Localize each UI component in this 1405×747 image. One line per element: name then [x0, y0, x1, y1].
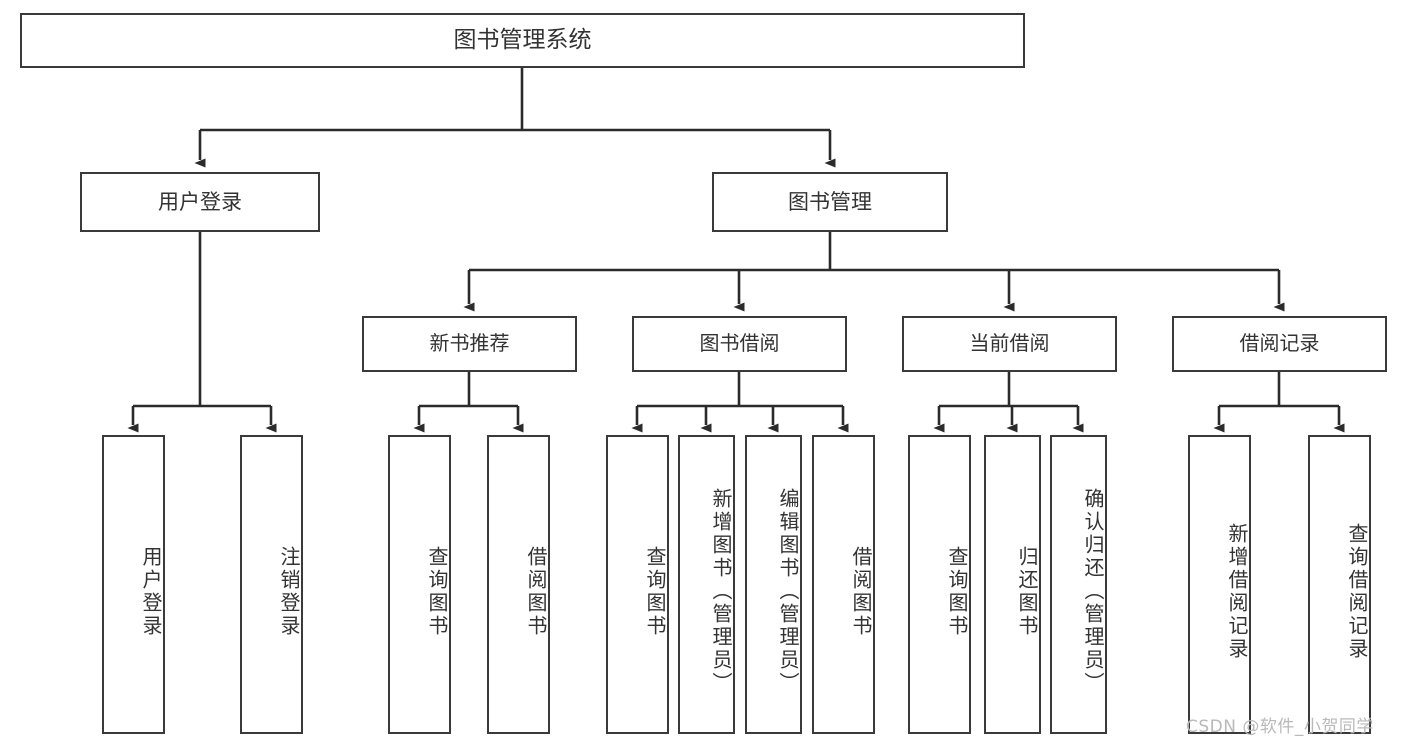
leaf-confirm-return-admin[interactable]: 确认归还（管理员）	[1050, 435, 1107, 734]
leaf-edit-book-admin[interactable]: 编辑图书（管理员）	[745, 435, 802, 734]
node-borrow-record[interactable]: 借阅记录	[1172, 316, 1387, 372]
node-user-login[interactable]: 用户登录	[80, 172, 320, 232]
node-current-borrow[interactable]: 当前借阅	[902, 316, 1117, 372]
leaf-user-login[interactable]: 用户登录	[102, 435, 165, 734]
leaf-return-book[interactable]: 归还图书	[984, 435, 1041, 734]
leaf-add-borrow-record[interactable]: 新增借阅记录	[1188, 435, 1251, 734]
leaf-query-book-borrow[interactable]: 查询图书	[606, 435, 669, 734]
leaf-query-book-current[interactable]: 查询图书	[908, 435, 971, 734]
leaf-query-book-recommend[interactable]: 查询图书	[388, 435, 451, 734]
node-new-book-recommend[interactable]: 新书推荐	[362, 316, 577, 372]
leaf-query-borrow-record[interactable]: 查询借阅记录	[1308, 435, 1371, 734]
leaf-borrow-book[interactable]: 借阅图书	[812, 435, 875, 734]
node-root[interactable]: 图书管理系统	[20, 13, 1025, 68]
node-book-manage[interactable]: 图书管理	[712, 172, 948, 232]
leaf-logout-login[interactable]: 注销登录	[240, 435, 303, 734]
csdn-watermark: CSDN @软件_小贺同学	[1186, 717, 1374, 737]
leaf-add-book-admin[interactable]: 新增图书（管理员）	[678, 435, 735, 734]
leaf-borrow-book-recommend[interactable]: 借阅图书	[487, 435, 550, 734]
node-book-borrow[interactable]: 图书借阅	[632, 316, 847, 372]
